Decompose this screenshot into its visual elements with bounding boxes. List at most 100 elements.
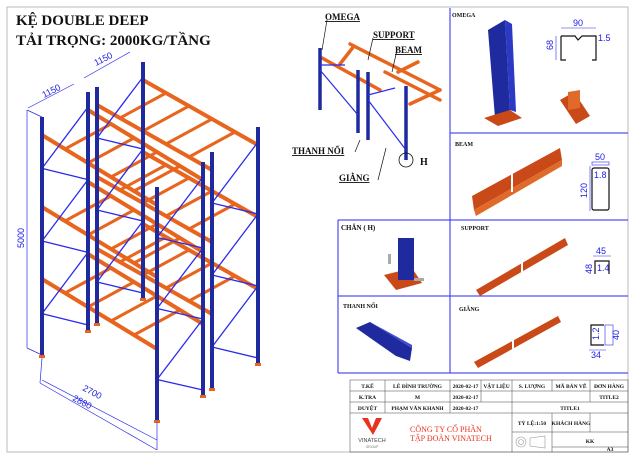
panel-label-omega: OMEGA — [452, 13, 476, 19]
bracing — [211, 213, 259, 276]
bracing — [41, 106, 89, 169]
support-width: 45 — [596, 246, 606, 256]
beam — [142, 78, 259, 147]
bracing — [41, 313, 89, 326]
title-block-cell: LÊ ĐÌNH TRƯỜNG — [393, 382, 443, 390]
title-block-cell: 2020-02-17 — [453, 406, 479, 412]
bracing — [156, 236, 204, 249]
panel-grid — [337, 8, 628, 374]
foot-h-image — [384, 238, 424, 290]
omega-base-plate-image — [560, 90, 590, 124]
foot-plate — [255, 363, 261, 366]
callout-h: H — [420, 157, 428, 168]
bracing — [96, 76, 144, 139]
foot-plate — [154, 420, 160, 423]
foot-plate — [94, 323, 100, 326]
bracing — [96, 148, 144, 211]
title-block-cell: S. LƯỢNG — [519, 383, 546, 390]
foot-plate — [140, 298, 146, 301]
dim-line-2700 — [41, 379, 158, 441]
beam — [86, 108, 205, 182]
support-bar — [165, 117, 213, 146]
rack-isometric-drawing — [39, 62, 261, 423]
title-block-cell: 2020-02-17 — [453, 395, 479, 401]
callout-omega: OMEGA — [325, 12, 360, 22]
dim-depth-1: 1150 — [40, 82, 62, 100]
giang-profile-section — [589, 324, 614, 351]
vinatech-logo: VINATECH GROUP — [358, 418, 386, 449]
panel-label-chan: CHÂN ( H) — [341, 224, 376, 232]
omega-thickness: 1.5 — [598, 33, 611, 43]
foot-plate — [209, 388, 215, 391]
title-block-cell: DUYỆT — [358, 404, 378, 412]
bracing — [41, 167, 89, 181]
beam — [40, 133, 159, 207]
title-block-cell: M — [415, 395, 421, 401]
projection-symbol-icon — [515, 435, 546, 449]
giang-height: 40 — [611, 330, 621, 340]
support-bar — [110, 294, 158, 323]
panel-label-giang: GIẰNG — [459, 305, 480, 313]
bracing — [96, 209, 144, 222]
exploded-frame-drawing — [318, 19, 442, 181]
beam — [142, 150, 259, 219]
company-line-1: CÔNG TY CỔ PHẦN — [410, 424, 482, 434]
beam-width: 50 — [595, 152, 605, 162]
title-line-1: KỆ DOUBLE DEEP — [16, 12, 149, 29]
dim-ext — [26, 109, 43, 118]
dim-ext — [26, 347, 43, 356]
company-line-2: TẬP ĐOÀN VINATECH — [410, 433, 492, 443]
support-image — [476, 238, 568, 296]
customer-label: KHÁCH HÀNG — [552, 419, 591, 427]
logo-text: VINATECH — [358, 438, 385, 444]
beam-profile-section — [589, 161, 610, 211]
scale: TỶ LỆ:1:50 — [518, 419, 547, 427]
panel-label-beam: BEAM — [455, 142, 473, 148]
beam — [40, 277, 159, 351]
support-profile-section — [593, 255, 611, 274]
omega-width: 90 — [573, 18, 583, 28]
dim-line-2880 — [39, 382, 158, 451]
sheet-border — [6, 6, 629, 453]
bracing — [156, 378, 204, 391]
bracing — [156, 307, 204, 320]
title-block-cell: T.KẾ — [361, 382, 374, 390]
bracing — [96, 281, 144, 294]
bracing — [211, 141, 259, 204]
omega-profile-section — [555, 27, 597, 61]
beam — [40, 205, 159, 279]
title-block — [349, 379, 629, 453]
foot-plate — [85, 330, 91, 333]
support-bar — [188, 130, 236, 159]
beam — [96, 175, 213, 244]
beam-thickness: 1.8 — [594, 170, 607, 180]
panel-label-support: SUPPORT — [461, 226, 489, 232]
bracing — [211, 202, 259, 215]
bracing — [211, 274, 259, 287]
beam-height: 120 — [579, 183, 589, 198]
title-block-cell: TITLE1 — [560, 406, 580, 412]
title-line-2: TẢI TRỌNG: 2000KG/TẦNG — [16, 32, 211, 49]
sheet-size: A3 — [607, 447, 614, 453]
bracing — [156, 176, 204, 238]
bracing — [41, 251, 89, 315]
title-block-cell: MÃ BẢN VẼ — [555, 382, 586, 390]
callout-beam: BEAM — [395, 45, 423, 55]
giang-thickness: 1.2 — [591, 327, 601, 340]
callout-giang: GIẰNG — [339, 173, 370, 183]
logo-sub: GROUP — [366, 445, 380, 449]
support-bar — [142, 104, 190, 133]
thanh-noi-image — [356, 322, 412, 361]
giang-width: 34 — [591, 350, 601, 360]
support-thickness: 1.4 — [597, 263, 610, 273]
h-foot-circle — [398, 152, 414, 168]
foot-plate — [200, 395, 206, 398]
title-block-cell: K.TRA — [359, 395, 376, 401]
dim-ext — [39, 357, 43, 384]
title-block-cell: PHẠM VĂN KHANH — [391, 404, 444, 412]
omega-upright-image — [484, 20, 522, 126]
beam — [96, 103, 213, 172]
beam — [86, 180, 205, 254]
